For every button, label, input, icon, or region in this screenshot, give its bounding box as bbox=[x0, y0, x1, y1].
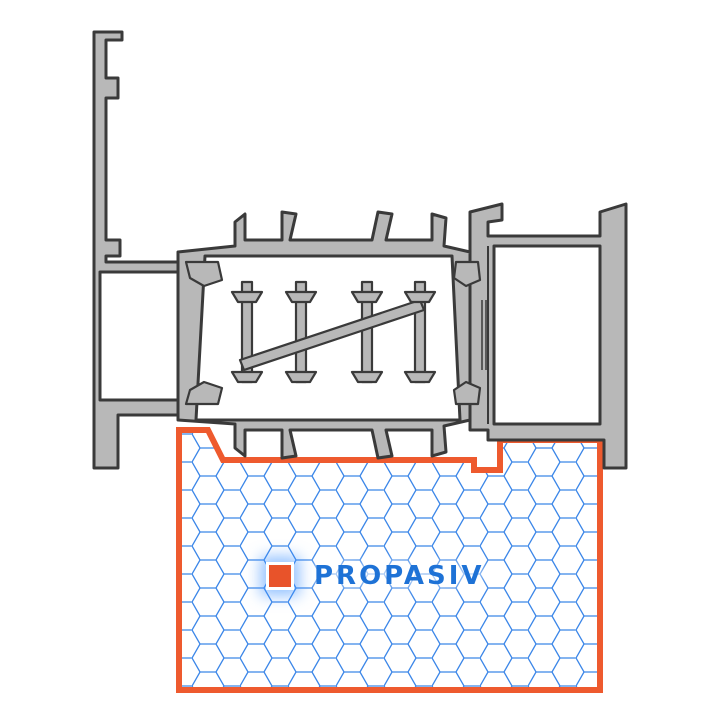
brand-name: PROPASIV bbox=[314, 561, 485, 591]
gasket-clips bbox=[184, 260, 482, 406]
polyamide-struts bbox=[230, 280, 437, 384]
seal-ridge bbox=[481, 300, 487, 370]
insulation-outline bbox=[176, 427, 603, 693]
sash-profile-right bbox=[468, 202, 628, 470]
brand-label: PROPASIV bbox=[266, 556, 485, 596]
thermal-break-chamber bbox=[176, 210, 472, 460]
brand-logo-icon bbox=[266, 562, 294, 590]
frame-profile-left bbox=[92, 30, 192, 470]
insulation-block bbox=[176, 427, 603, 693]
